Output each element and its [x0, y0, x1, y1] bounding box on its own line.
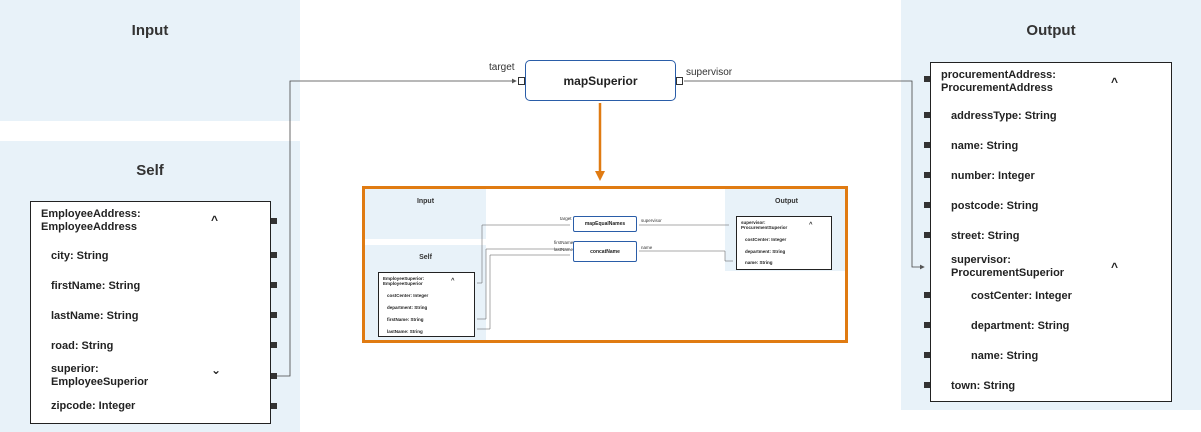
- port-zipcode[interactable]: [271, 403, 277, 409]
- preview-self-header-line2: EmployeeSuperior: [383, 281, 423, 286]
- preview-function-concat-name[interactable]: concatName: [573, 241, 637, 262]
- output-subfield-name: name: String: [971, 350, 1039, 362]
- preview-input-panel: Input: [365, 189, 486, 239]
- self-field-lastname: lastName: String: [51, 310, 139, 322]
- port-out-number[interactable]: [924, 172, 930, 178]
- output-field-postcode: postcode: String: [951, 200, 1039, 212]
- self-box-header-line1: EmployeeAddress:: [41, 208, 141, 220]
- output-field-addresstype: addressType: String: [951, 110, 1057, 122]
- preview-input-title: Input: [416, 198, 435, 205]
- port-out-subname[interactable]: [924, 352, 930, 358]
- input-panel-title: Input: [131, 22, 169, 39]
- chevron-up-icon[interactable]: ^: [1111, 260, 1119, 274]
- output-field-number: number: Integer: [951, 170, 1035, 182]
- function-map-superior[interactable]: mapSuperior: [525, 60, 676, 101]
- chevron-up-icon[interactable]: ^: [211, 213, 219, 227]
- preview-func1-input-label: target: [560, 216, 572, 221]
- self-field-zipcode: zipcode: Integer: [51, 400, 136, 412]
- port-out-name[interactable]: [924, 142, 930, 148]
- port-lastname[interactable]: [271, 312, 277, 318]
- port-out-department[interactable]: [924, 322, 930, 328]
- port-header[interactable]: [271, 218, 277, 224]
- connector-supervisor-output: [684, 80, 925, 270]
- output-field-street: street: String: [951, 230, 1020, 242]
- function-input-label: target: [489, 62, 515, 73]
- preview-output-header-line2: ProcurementSuperior: [741, 225, 788, 230]
- input-panel: Input: [0, 0, 300, 121]
- self-field-superior-line1: superior:: [51, 363, 99, 375]
- self-box-header-line2: EmployeeAddress: [41, 221, 137, 233]
- preview-output-header-line1: supervisor:: [741, 220, 766, 225]
- output-box-header-line2: ProcurementAddress: [941, 82, 1053, 94]
- preview-output-field-name: name: String: [745, 260, 773, 265]
- output-panel-title: Output: [1026, 22, 1076, 39]
- preview-self-box: EmployeeSuperior: EmployeeSuperior ^ cos…: [378, 272, 475, 337]
- chevron-down-icon[interactable]: ⌄: [211, 363, 222, 377]
- port-superior[interactable]: [271, 373, 277, 379]
- output-field-name: name: String: [951, 140, 1019, 152]
- port-firstname[interactable]: [271, 282, 277, 288]
- output-field-town: town: String: [951, 380, 1016, 392]
- function-input-port[interactable]: [518, 77, 525, 85]
- output-box: procurementAddress: ProcurementAddress ^…: [930, 62, 1172, 402]
- preview-thumbnail: Input Self Output EmployeeSuperior: Empl…: [362, 186, 848, 343]
- function-output-port[interactable]: [676, 77, 683, 85]
- preview-connector-lines: [477, 224, 733, 330]
- port-out-postcode[interactable]: [924, 202, 930, 208]
- chevron-up-icon[interactable]: ^: [1111, 75, 1119, 89]
- preview-output-field-costcenter: costCenter: Integer: [745, 237, 787, 242]
- connector-superior-target: [277, 78, 517, 377]
- port-out-costcenter[interactable]: [924, 292, 930, 298]
- function-output-label: supervisor: [686, 67, 733, 78]
- preview-output-field-department: department: String: [745, 249, 786, 254]
- self-field-city: city: String: [51, 250, 109, 262]
- preview-self-field-department: department: String: [387, 305, 428, 310]
- preview-func2-output-label: name: [641, 245, 653, 250]
- preview-self-field-firstname: firstName: String: [387, 317, 424, 322]
- output-subfield-department: department: String: [971, 320, 1070, 332]
- self-field-firstname: firstName: String: [51, 280, 141, 292]
- output-box-header-line1: procurementAddress:: [941, 69, 1056, 81]
- preview-self-field-costcenter: costCenter: Integer: [387, 293, 429, 298]
- self-panel-title: Self: [136, 162, 164, 179]
- preview-self-title: Self: [419, 254, 432, 261]
- preview-output-title: Output: [775, 198, 798, 205]
- preview-self-header-line1: EmployeeSuperior:: [383, 276, 425, 281]
- port-out-street[interactable]: [924, 232, 930, 238]
- preview-output-box: supervisor: ProcurementSuperior ^ costCe…: [736, 216, 832, 270]
- output-subfield-costcenter: costCenter: Integer: [971, 290, 1072, 302]
- port-out-addresstype[interactable]: [924, 112, 930, 118]
- chevron-up-icon[interactable]: ^: [809, 222, 813, 228]
- preview-function-map-equal-names[interactable]: mapEqualNames: [573, 216, 637, 232]
- port-road[interactable]: [271, 342, 277, 348]
- preview-func2-input1-label: firstName: [554, 240, 574, 245]
- preview-func2-input2-label: lastName: [554, 247, 574, 252]
- self-field-road: road: String: [51, 340, 114, 352]
- chevron-up-icon[interactable]: ^: [451, 278, 455, 284]
- output-field-supervisor-line1: supervisor:: [951, 254, 1011, 266]
- preview-func1-output-label: supervisor: [641, 218, 662, 223]
- port-city[interactable]: [271, 252, 277, 258]
- port-out-header[interactable]: [924, 76, 930, 82]
- self-box: EmployeeAddress: EmployeeAddress ^ city:…: [30, 201, 271, 424]
- self-field-superior-line2: EmployeeSuperior: [51, 376, 149, 388]
- port-out-town[interactable]: [924, 382, 930, 388]
- output-field-supervisor-line2: ProcurementSuperior: [951, 267, 1065, 279]
- preview-self-field-lastname: lastName: String: [387, 329, 423, 334]
